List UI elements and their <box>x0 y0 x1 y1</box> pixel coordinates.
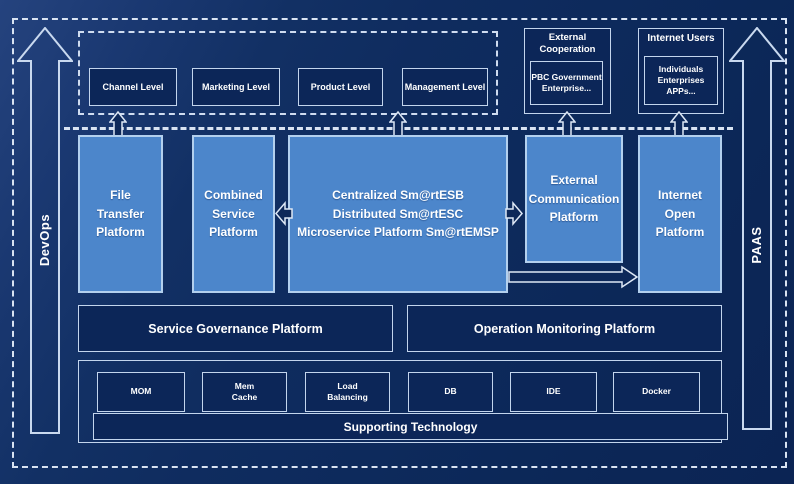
level-box-product: Product Level <box>298 68 383 106</box>
diagram-outer-border <box>12 18 787 468</box>
flow-right-arrow-icon <box>505 201 523 226</box>
level-label-management: Management Level <box>404 82 486 92</box>
flow-left-arrow-icon <box>275 201 293 226</box>
external-cooperation-title: External Cooperation <box>539 32 596 55</box>
platform-esb-label: Centralized Sm@rtESB Distributed Sm@rtES… <box>297 188 499 240</box>
flow-long-right-arrow-icon <box>508 265 639 289</box>
tech-box-mem-cache: Mem Cache <box>202 372 287 412</box>
flow-up-arrow-icon-file-transfer <box>109 111 127 137</box>
devops-label: DevOps <box>37 213 52 267</box>
tech-box-docker: Docker <box>613 372 700 412</box>
level-label-product: Product Level <box>310 82 371 92</box>
flow-up-arrow-icon-esb <box>389 111 407 137</box>
level-label-channel: Channel Level <box>102 82 164 92</box>
external-cooperation-members: PBC Government Enterprise... <box>531 71 602 93</box>
tech-box-ide: IDE <box>510 372 597 412</box>
supporting-technology-container <box>78 360 722 443</box>
platform-combined-service: Combined Service Platform <box>192 135 275 293</box>
flow-up-arrow-icon-external <box>558 111 576 137</box>
levels-dashed-container <box>78 31 498 115</box>
platform-external-communication-label: External Communication Platform <box>528 173 620 225</box>
internet-users-members-box: Individuals Enterprises APPs... <box>644 56 718 105</box>
level-box-management: Management Level <box>402 68 488 106</box>
internet-users-box: Internet Users Individuals Enterprises A… <box>638 28 724 114</box>
platform-internet-open-label: Internet Open Platform <box>655 188 705 240</box>
tech-label-load-balancing: Load Balancing <box>327 380 368 402</box>
internet-users-members: Individuals Enterprises APPs... <box>657 63 705 97</box>
tech-box-mom: MOM <box>97 372 185 412</box>
supporting-technology-bar: Supporting Technology <box>93 413 728 440</box>
platform-external-communication: External Communication Platform <box>525 135 623 263</box>
paas-label: PAAS <box>749 226 764 264</box>
flow-up-arrow-icon-internet <box>670 111 688 137</box>
service-governance-box: Service Governance Platform <box>78 305 393 352</box>
internet-users-title: Internet Users <box>647 33 715 44</box>
operation-monitoring-label: Operation Monitoring Platform <box>473 321 656 336</box>
tech-label-db: DB <box>444 386 457 397</box>
devops-up-arrow-icon <box>17 27 73 434</box>
operation-monitoring-box: Operation Monitoring Platform <box>407 305 722 352</box>
supporting-technology-label: Supporting Technology <box>343 419 478 434</box>
tech-label-docker: Docker <box>642 386 671 397</box>
platform-combined-service-label: Combined Service Platform <box>204 188 263 240</box>
tech-label-mom: MOM <box>130 386 152 397</box>
platform-esb: Centralized Sm@rtESB Distributed Sm@rtES… <box>288 135 508 293</box>
tech-box-load-balancing: Load Balancing <box>305 372 390 412</box>
external-cooperation-box: External Cooperation PBC Government Ente… <box>524 28 611 114</box>
level-box-channel: Channel Level <box>89 68 177 106</box>
paas-up-arrow-icon <box>729 27 785 430</box>
platform-internet-open: Internet Open Platform <box>638 135 722 293</box>
tech-label-ide: IDE <box>546 386 561 397</box>
platform-file-transfer-label: File Transfer Platform <box>96 188 145 240</box>
level-label-marketing: Marketing Level <box>201 82 271 92</box>
service-governance-label: Service Governance Platform <box>148 321 323 336</box>
level-box-marketing: Marketing Level <box>192 68 280 106</box>
external-cooperation-members-box: PBC Government Enterprise... <box>530 61 603 105</box>
platform-file-transfer: File Transfer Platform <box>78 135 163 293</box>
tech-box-db: DB <box>408 372 493 412</box>
tech-label-mem-cache: Mem Cache <box>231 380 258 402</box>
